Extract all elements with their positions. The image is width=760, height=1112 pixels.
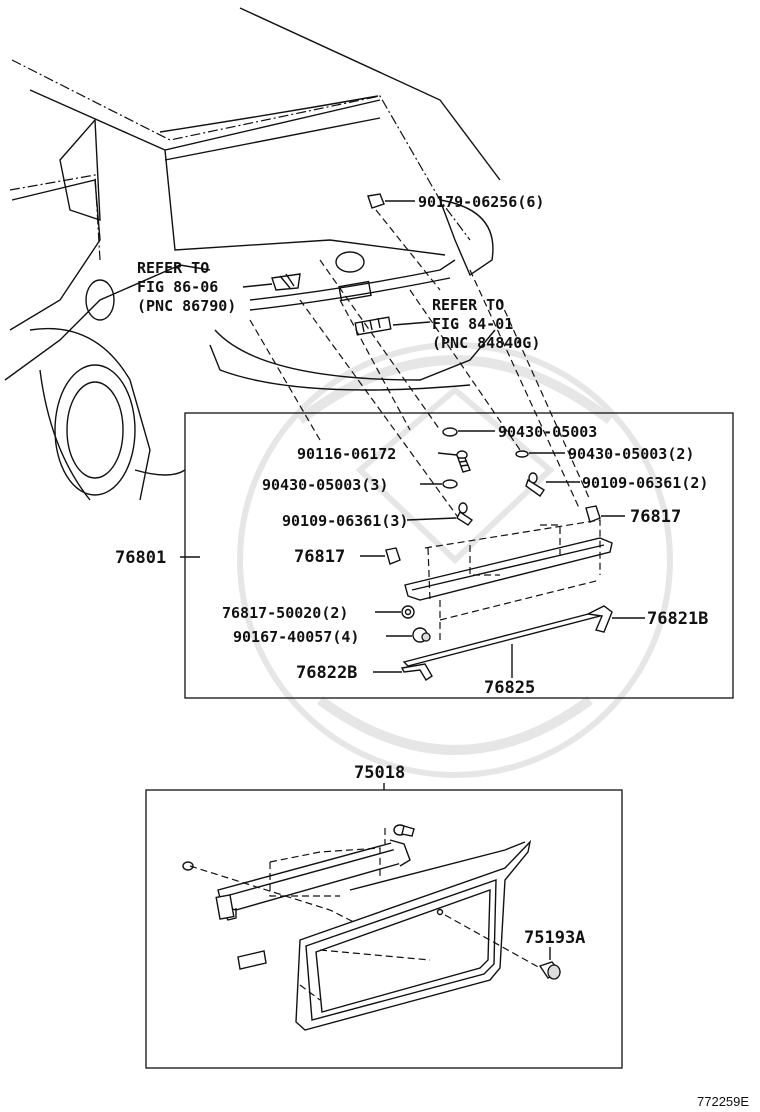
- label-76825: 76825: [484, 678, 535, 698]
- label-90116-06172: 90116-06172: [297, 445, 396, 463]
- leader-refer-86: [242, 283, 273, 288]
- clip-76817-left: [385, 547, 401, 565]
- bolt-90116: [456, 450, 471, 473]
- exploded-view-frame-upper: [184, 412, 734, 699]
- label-76817-right: 76817: [630, 507, 681, 527]
- screw-90109-a: [525, 472, 545, 497]
- nut-90167: [412, 627, 431, 643]
- exploded-view-frame-lower: [145, 789, 623, 1069]
- label-76822b: 76822B: [296, 663, 357, 683]
- label-90167-40057: 90167-40057(4): [233, 628, 359, 646]
- label-90430-05003-2: 90430-05003(2): [568, 445, 694, 463]
- label-75193a: 75193A: [524, 928, 585, 948]
- clip-76817-right: [585, 505, 601, 523]
- refer-86-line2: FIG 86-06: [137, 278, 218, 296]
- refer-86-line3: (PNC 86790): [137, 297, 236, 315]
- cap-75193a: [538, 961, 562, 980]
- garnish-76801: [404, 519, 613, 640]
- moulding-76825: [400, 605, 613, 681]
- figure-code: 772259E: [697, 1094, 749, 1109]
- clip-90430-a: [442, 427, 458, 437]
- clip-90430-b: [515, 450, 529, 458]
- label-90109-06361-2: 90109-06361(2): [582, 474, 708, 492]
- refer-84-line2: FIG 84-01: [432, 315, 513, 333]
- label-76817-left: 76817: [294, 547, 345, 567]
- label-76821b: 76821B: [647, 609, 708, 629]
- label-90430-05003-3: 90430-05003(3): [262, 476, 388, 494]
- clip-76817-50020: [401, 605, 415, 619]
- screw-90109-b: [456, 502, 474, 526]
- refer-86-line1: REFER TO: [137, 259, 209, 277]
- watermark-emblem: [237, 342, 673, 778]
- label-90179-06256: 90179-06256(6): [418, 193, 544, 211]
- label-75018: 75018: [354, 763, 405, 783]
- label-76801: 76801: [115, 548, 166, 568]
- refer-84-line3: (PNC 84840G): [432, 334, 540, 352]
- refer-84-line1: REFER TO: [432, 296, 504, 314]
- leader-refer-84: [392, 321, 431, 326]
- label-90109-06361-3: 90109-06361(3): [282, 512, 408, 530]
- clip-90179: [367, 193, 385, 209]
- bracket-75018: [182, 824, 562, 1031]
- clip-90430-c: [442, 479, 458, 489]
- car-rear-outline: [4, 7, 501, 501]
- label-90430-05003-a: 90430-05003: [498, 423, 597, 441]
- label-76817-50020: 76817-50020(2): [222, 604, 348, 622]
- part-84840g: [354, 316, 392, 336]
- emblem-part-86790: [271, 273, 301, 291]
